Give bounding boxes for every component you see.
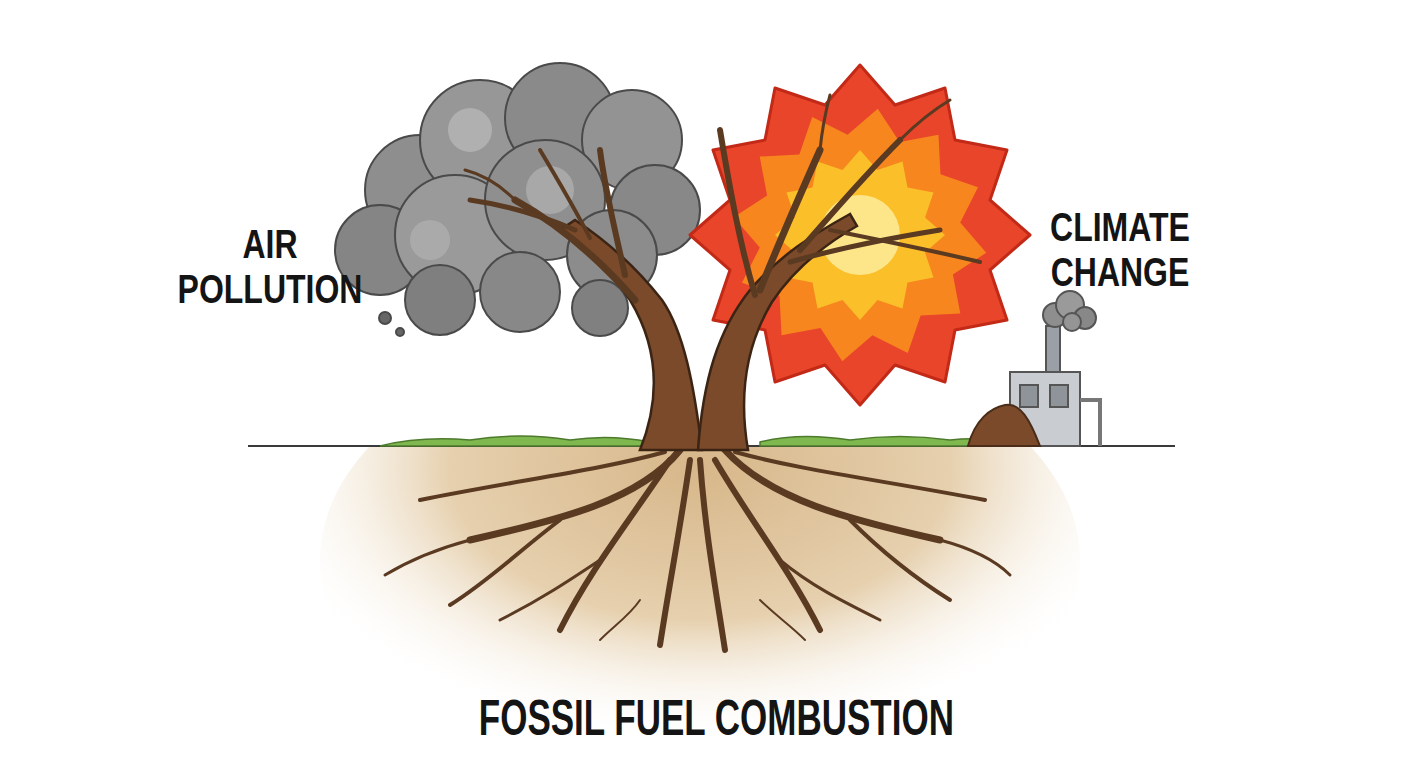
roots-part	[500, 560, 600, 620]
smoke-canopy-part	[480, 252, 560, 332]
factory-part	[1080, 400, 1100, 446]
tree-branches-part	[830, 230, 980, 262]
roots-part	[560, 460, 670, 630]
roots-part	[700, 460, 725, 650]
roots	[385, 450, 1010, 650]
roots-part	[600, 600, 640, 640]
soil	[320, 446, 1080, 768]
ground-part	[380, 436, 650, 446]
factory-part	[968, 405, 1040, 446]
label: CLIMATE CHANGE	[1012, 205, 1228, 295]
smoke-canopy-part	[572, 280, 628, 336]
flame-canopy-part	[716, 91, 1004, 379]
factory-part	[1046, 326, 1060, 372]
tree-branches-part	[600, 150, 625, 275]
smoke-canopy-part	[405, 265, 475, 335]
tree-trunk-part	[560, 220, 702, 450]
roots-part	[850, 520, 950, 600]
tree-trunk	[560, 214, 857, 450]
roots-part	[725, 450, 940, 540]
soil-part	[320, 446, 1080, 768]
factory-part	[1063, 313, 1081, 331]
tree-branches-part	[540, 150, 590, 238]
roots-part	[940, 540, 1010, 575]
smoke-canopy-part	[410, 220, 450, 260]
smoke-canopy-part	[379, 312, 391, 324]
tree-branches-part	[720, 130, 755, 295]
roots-part	[760, 600, 805, 640]
roots-part	[735, 452, 985, 500]
roots-part	[450, 520, 560, 605]
tree-branches-part	[470, 200, 575, 230]
smoke-canopy-part	[396, 328, 404, 336]
roots-part	[780, 560, 880, 620]
tree-branches-part	[900, 100, 950, 140]
factory-part	[1020, 385, 1038, 407]
tree-branches-part	[465, 170, 515, 200]
factory	[968, 291, 1100, 446]
label: AIR POLLUTION	[166, 222, 374, 312]
roots-part	[660, 460, 690, 645]
tree-branches-part	[760, 150, 820, 290]
roots-part	[420, 452, 665, 500]
smoke-canopy-part	[448, 108, 492, 152]
tree-branches	[465, 95, 980, 300]
tree-branches-part	[820, 95, 830, 150]
label: FOSSIL FUEL COMBUSTION	[478, 690, 953, 746]
roots-part	[385, 540, 470, 575]
factory-part	[1050, 385, 1068, 407]
